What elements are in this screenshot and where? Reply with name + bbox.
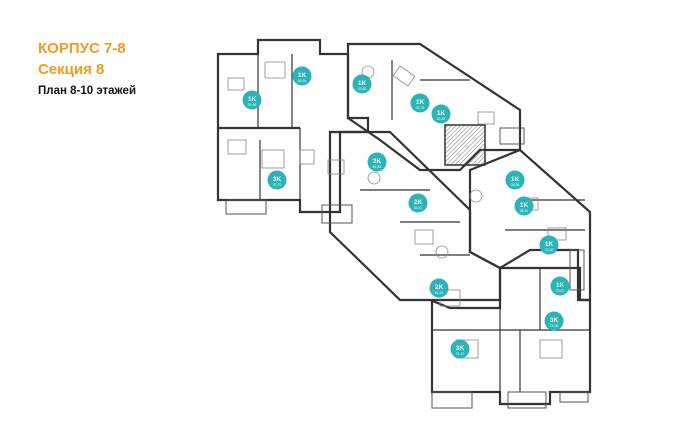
apartment-badge-area: 38,43 (520, 209, 529, 213)
apartment-badge-label: 1K (545, 241, 554, 248)
right-wing (468, 148, 592, 302)
apartment-badge-label: 1K (511, 176, 520, 183)
apartment-badge-label: 1K (520, 202, 529, 209)
apartment-badge-area: 35,55 (511, 183, 520, 187)
apartment-badge-area: 33,76 (416, 106, 425, 110)
apartment-badge-label: 3K (550, 317, 559, 324)
apartment-badge-label: 3K (273, 176, 282, 183)
apartment-badge-1k: 1K 33,82 (539, 235, 559, 255)
apartment-badge-label: 1K (556, 282, 565, 289)
apartment-badge-area: 33,94 (298, 79, 307, 83)
apartment-badge-area: 33,82 (545, 248, 554, 252)
apartment-badge-1k: 1K 33,45 (431, 104, 451, 124)
apartment-badge-area: 30,95 (248, 103, 257, 107)
apartment-badge-1k: 1K 38,43 (514, 196, 534, 216)
section-title: Секция 8 (38, 61, 105, 78)
upper-right-wing (346, 42, 522, 172)
apartment-badge-label: 1K (416, 99, 425, 106)
apartment-badge-area: 70,79 (273, 183, 282, 187)
apartment-badge-1k: 1K 33,76 (410, 93, 430, 113)
apartment-badge-label: 2K (373, 158, 382, 165)
apartment-badge-3k: 3K 71,12 (450, 339, 470, 359)
apartment-badge-1k: 1K 30,95 (242, 90, 262, 110)
apartment-badge-2k: 2K 52,47 (408, 193, 428, 213)
apartment-badge-1k: 1K 33,94 (292, 66, 312, 86)
apartment-badge-label: 2K (435, 284, 444, 291)
apartment-badge-2k: 2K 54,83 (367, 152, 387, 172)
apartment-badge-label: 3K (456, 345, 465, 352)
apartment-badge-1k: 1K 33,82 (352, 74, 372, 94)
apartment-badge-label: 1K (248, 96, 257, 103)
building-title: КОРПУС 7-8 (38, 40, 126, 57)
apartment-badge-area: 33,45 (437, 117, 446, 121)
apartment-badge-label: 1K (298, 72, 307, 79)
apartment-badge-3k: 3K 70,79 (267, 170, 287, 190)
apartment-badge-area: 33,82 (358, 87, 367, 91)
apartment-badge-1k: 1K 33,82 (550, 276, 570, 296)
balconies (225, 127, 589, 409)
apartment-badge-area: 75,08 (550, 324, 559, 328)
floor-plan-subtitle: План 8-10 этажей (38, 85, 137, 97)
left-block (216, 38, 370, 214)
apartment-badge-area: 33,82 (556, 289, 565, 293)
apartment-badge-3k: 3K 75,08 (544, 311, 564, 331)
apartment-badge-label: 1K (437, 110, 446, 117)
apartment-badge-area: 51,20 (435, 291, 444, 295)
apartment-badge-label: 2K (414, 199, 423, 206)
apartment-badge-area: 54,83 (373, 165, 382, 169)
apartment-badge-2k: 2K 51,20 (429, 278, 449, 298)
apartment-badge-label: 1K (358, 80, 367, 87)
bottom-block (430, 266, 592, 406)
apartment-badge-area: 52,47 (414, 206, 423, 210)
apartment-badges: 1K 30,95 1K 33,94 1K 33,82 1K 33,76 1K 3… (242, 66, 570, 359)
apartment-badge-area: 71,12 (456, 352, 465, 356)
apartment-badge-1k: 1K 35,55 (505, 170, 525, 190)
